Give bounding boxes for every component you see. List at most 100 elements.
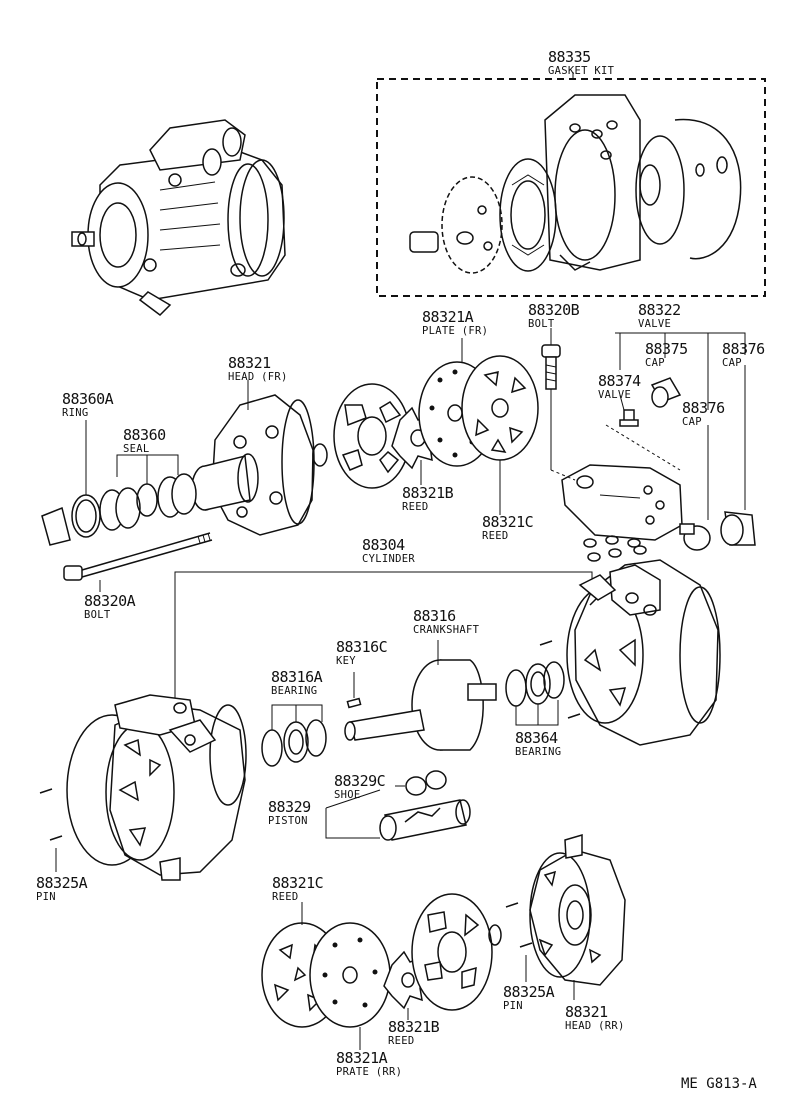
cylinder-rr-illustration — [566, 559, 721, 746]
pins-rr2-illustration — [505, 902, 533, 982]
label-cap-a: 88375 CAP — [645, 342, 688, 369]
part-number: 88321A — [422, 308, 474, 326]
part-number: 88321A — [336, 1049, 388, 1067]
label-key: 88316C KEY — [336, 638, 388, 667]
label-plate-rr: 88321A PRATE (RR) — [336, 1051, 402, 1078]
reed-c-fr-illustration — [461, 355, 539, 461]
label-cap-c: 88376 CAP — [682, 401, 725, 428]
part-name: CAP — [722, 357, 742, 369]
label-crankshaft: 88316 CRANKSHAFT — [413, 609, 479, 636]
part-name: PISTON — [268, 815, 308, 827]
part-name: CYLINDER — [362, 553, 415, 565]
part-number: 88321B — [402, 484, 454, 502]
bolt-long-illustration — [63, 532, 213, 592]
part-number: 88325A — [503, 983, 555, 1001]
piston-illustration — [325, 789, 471, 841]
part-number: 88316C — [336, 638, 388, 656]
part-number: 88375 — [645, 340, 688, 358]
label-bolt-top: 88320B BOLT — [528, 301, 580, 330]
label-gasket-kit: 88335 GASKET KIT — [548, 50, 614, 77]
plate-fr-illustration — [333, 383, 411, 489]
part-name: PRATE (RR) — [336, 1066, 403, 1078]
part-name: CAP — [682, 416, 702, 428]
key-illustration — [346, 672, 362, 709]
part-number: 88364 — [515, 729, 558, 747]
part-name: REED — [388, 1035, 415, 1047]
label-pin-left: 88325A PIN — [36, 874, 88, 903]
part-name: RING — [62, 407, 89, 419]
part-number: 88304 — [362, 536, 405, 554]
part-name: VALVE — [598, 389, 632, 401]
part-number: 88360 — [123, 426, 166, 444]
label-reed-b-rr: 88321B REED — [388, 1020, 440, 1047]
part-number: 88321 — [565, 1003, 608, 1021]
valve-single-illustration — [619, 409, 639, 427]
part-name: PIN — [503, 1000, 523, 1012]
part-number: 88329C — [334, 772, 386, 790]
valve-plate-rr-illustration — [411, 893, 493, 1011]
label-ring: 88360A RING — [62, 390, 114, 419]
label-seal: 88360 SEAL — [123, 428, 166, 455]
ring-seal-illustration — [41, 473, 197, 546]
part-number: 88374 — [598, 372, 641, 390]
crankshaft-illustration — [344, 640, 497, 751]
label-reed-b-fr: 88321B REED — [402, 484, 454, 513]
label-cap-b: 88376 CAP — [722, 342, 765, 369]
oring-fr-illustration — [312, 443, 328, 467]
cap-a-illustration — [650, 377, 682, 408]
label-pin-right: 88325A PIN — [503, 983, 555, 1012]
part-name: KEY — [336, 655, 356, 667]
part-name: GASKET KIT — [548, 65, 615, 77]
part-name: BOLT — [84, 609, 111, 621]
part-name: PIN — [36, 891, 56, 903]
gasket-kit-frame — [376, 72, 766, 297]
part-number: 88360A — [62, 390, 114, 408]
bearing-a-illustration — [261, 704, 327, 767]
shoe-illustration — [395, 770, 447, 796]
part-number: 88316 — [413, 607, 456, 625]
part-name: PLATE (FR) — [422, 325, 489, 337]
valve-group-illustration — [550, 424, 683, 541]
gasket-kit-illustration — [409, 94, 742, 274]
part-name: CRANKSHAFT — [413, 624, 480, 636]
part-number: 88321C — [272, 874, 324, 892]
leader-lines-fr — [85, 328, 746, 520]
label-bearing-b: 88364 BEARING — [515, 731, 561, 758]
label-shoe: 88329C SHOE — [334, 772, 386, 801]
label-cylinder: 88304 CYLINDER — [362, 538, 415, 565]
bearing-b-illustration — [505, 661, 565, 726]
part-number: 88321C — [482, 513, 534, 531]
part-name: REED — [402, 501, 429, 513]
label-valve-single: 88374 VALVE — [598, 374, 641, 401]
bolt-top-illustration — [541, 344, 561, 470]
cap-b-illustration — [720, 511, 756, 546]
assembled-compressor-illustration — [71, 119, 286, 316]
label-piston: 88329 PISTON — [268, 800, 311, 827]
head-rr-illustration — [529, 833, 626, 1000]
label-head-fr: 88321 HEAD (FR) — [228, 356, 288, 383]
part-name: SHOE — [334, 789, 361, 801]
part-number: 88321 — [228, 354, 271, 372]
diagram-code: ME G813-A — [681, 1076, 757, 1092]
part-name: REED — [482, 530, 509, 542]
part-name: CAP — [645, 357, 665, 369]
part-name: HEAD (FR) — [228, 371, 288, 383]
part-name: HEAD (RR) — [565, 1020, 625, 1032]
part-number: 88316A — [271, 668, 323, 686]
part-number: 88376 — [682, 399, 725, 417]
plate-rr-illustration — [309, 922, 391, 1050]
oring-rr-illustration — [488, 924, 502, 946]
label-reed-c-fr: 88321C REED — [482, 513, 534, 542]
label-bolt-long: 88320A BOLT — [84, 594, 136, 621]
small-gaskets-illustration — [583, 535, 647, 562]
pins-fr-illustration — [39, 788, 63, 872]
part-number: 88320B — [528, 301, 580, 319]
part-name: SEAL — [123, 443, 150, 455]
part-number: 88325A — [36, 874, 88, 892]
label-reed-c-rr: 88321C REED — [272, 874, 324, 903]
part-number: 88376 — [722, 340, 765, 358]
part-name: BEARING — [515, 746, 562, 758]
part-number: 88329 — [268, 798, 311, 816]
